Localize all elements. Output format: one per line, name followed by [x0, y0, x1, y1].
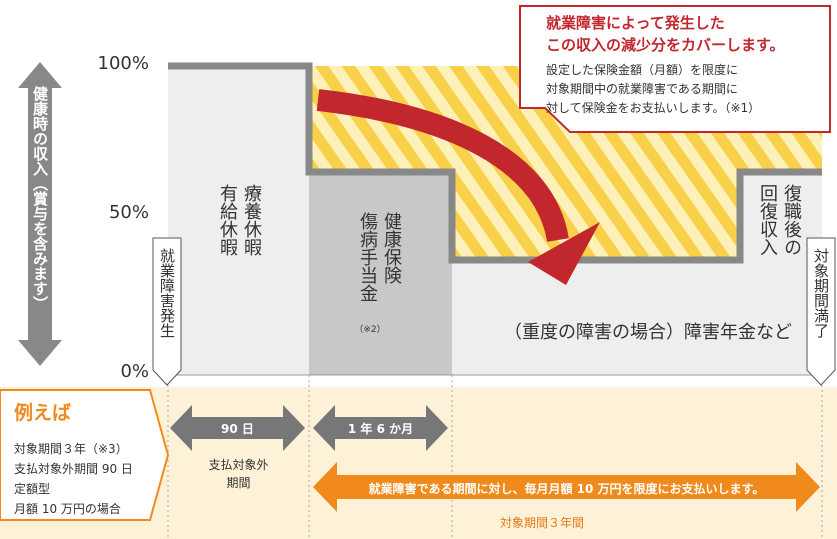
- callout-heading-1: 就業障害によって発生した: [546, 14, 725, 32]
- y-tick-0: 0%: [120, 361, 149, 382]
- phase-label-health-insurance: 健康保険: [381, 212, 402, 284]
- callout-body-3: 対して保険金をお支払いします。（※1）: [546, 101, 761, 115]
- phase-label-paid-leave: 有給休暇: [217, 184, 238, 256]
- y-tick-100: 100%: [97, 53, 149, 74]
- phase-label-return-1: 復職後の: [781, 184, 802, 256]
- example-line-4: 月額 10 万円の場合: [14, 502, 121, 516]
- callout-body-1: 設定した保険金額（月額）を限度に: [546, 63, 739, 77]
- y-axis-title: 健康時の収入（賞与を含みます）: [31, 86, 49, 311]
- phase-label-sick-leave: 療養休暇: [241, 184, 262, 256]
- callout-body-2: 対象期間中の就業障害である期間に: [546, 82, 738, 96]
- days-caption-2: 期間: [226, 476, 251, 490]
- example-title: 例えば: [14, 402, 72, 424]
- bar-sickness-benefit: [309, 172, 452, 375]
- phase-note-2: （※2）: [354, 325, 386, 335]
- callout-heading-2: この収入の減少分をカバーします。: [546, 36, 785, 54]
- coverage-arrow: [316, 89, 569, 243]
- long-caption: 対象期間３年間: [499, 516, 584, 530]
- long-arrow: [313, 462, 820, 512]
- example-line-1: 対象期間３年（※3）: [14, 442, 128, 456]
- coverage-arrowhead: [528, 222, 600, 285]
- event-start-marker: [152, 237, 182, 386]
- example-line-2: 支払対象外期間 90 日: [14, 462, 133, 476]
- callout-box: [519, 5, 831, 133]
- year-label: 1 年 6 か月: [347, 422, 414, 436]
- y-tick-50: 50%: [108, 202, 149, 223]
- days-arrow: [170, 405, 305, 451]
- phase-label-disability-pension: （重度の障害の場合）障害年金など: [504, 322, 792, 343]
- bar-paid-leave: [168, 66, 309, 375]
- income-line: [168, 62, 822, 264]
- bar-disability-pension: [452, 260, 740, 375]
- phase-label-sickness-benefit: 傷病手当金: [357, 212, 378, 302]
- example-line-3: 定額型: [14, 482, 51, 496]
- days-caption-1: 支払対象外: [208, 458, 269, 472]
- y-axis-arrow: [18, 62, 62, 366]
- example-box: [0, 389, 170, 521]
- long-arrow-label: 就業障害である期間に対し、毎月月額 10 万円を限度にお支払いします。: [368, 482, 765, 496]
- year-arrow: [313, 405, 448, 451]
- event-end-label: 対象期間満了: [812, 248, 830, 338]
- days-label: 90 日: [221, 422, 254, 436]
- phase-label-return-2: 回復収入: [757, 184, 778, 256]
- event-start-label: 就業障害発生: [158, 248, 176, 338]
- event-end-marker: [806, 237, 836, 386]
